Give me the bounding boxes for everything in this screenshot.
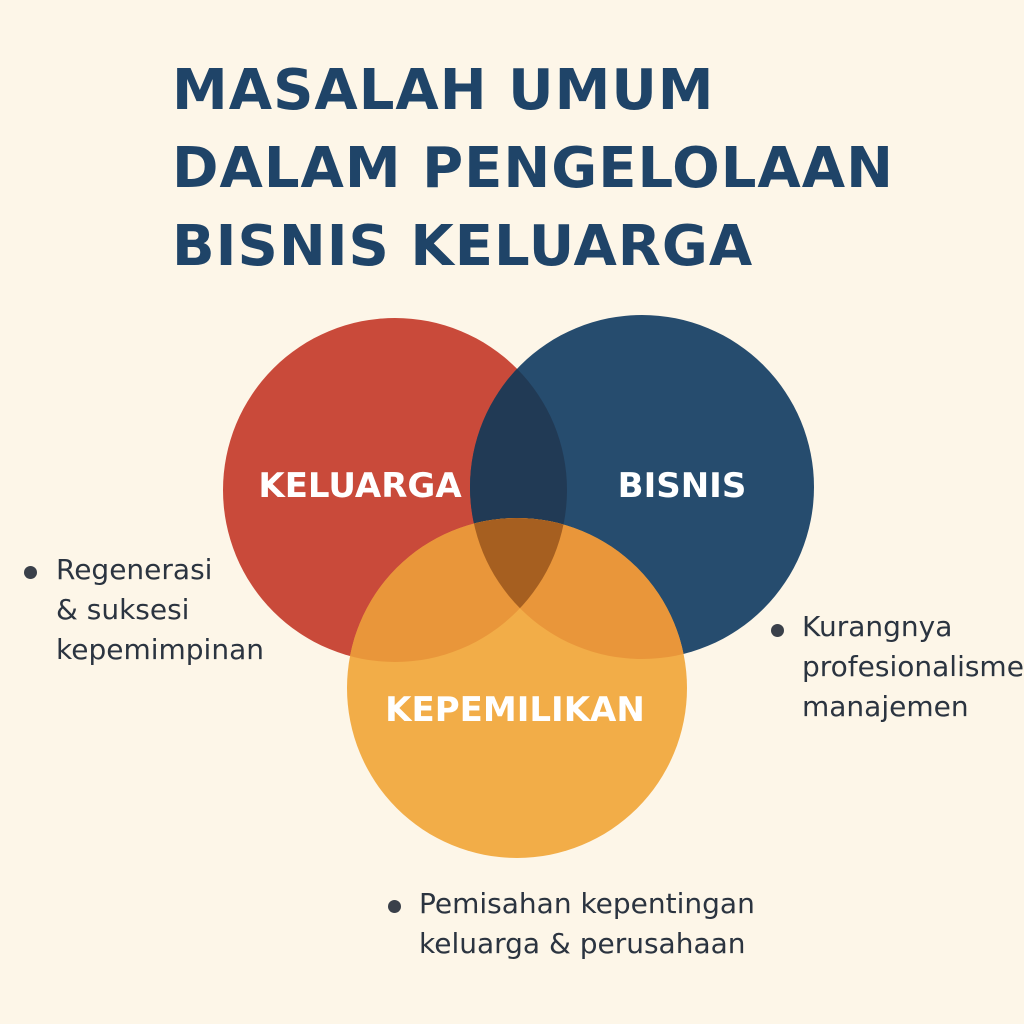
- title-line-2: DALAM PENGELOLAAN: [172, 136, 894, 201]
- note-right: Kurangnya profesionalisme manajemen: [802, 610, 1024, 723]
- bullet-icon: [24, 566, 37, 579]
- bullet-icon: [771, 624, 784, 637]
- family-ownership-overlap: [347, 518, 567, 662]
- note-bottom: Pemisahan kepentingan keluarga & perusah…: [419, 887, 755, 960]
- business-label: BISNIS: [618, 466, 747, 506]
- note-left: Regenerasi & suksesi kepemimpinan: [56, 553, 264, 666]
- business-ownership-overlap: [470, 518, 687, 659]
- ownership-label: KEPEMILIKAN: [385, 690, 645, 730]
- title-line-1: MASALAH UMUM: [172, 58, 715, 123]
- family-label: KELUARGA: [258, 466, 462, 506]
- title-line-3: BISNIS KELUARGA: [172, 214, 754, 279]
- page-title: MASALAH UMUM DALAM PENGELOLAAN BISNIS KE…: [172, 52, 894, 286]
- bullet-icon: [388, 900, 401, 913]
